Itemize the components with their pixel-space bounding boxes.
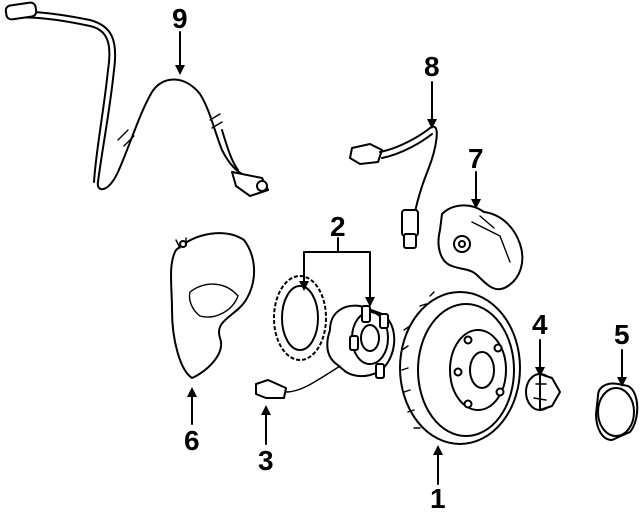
dust-cap (595, 382, 639, 441)
wheel-hub (326, 304, 396, 379)
tone-ring (273, 275, 327, 361)
brake-hose (349, 125, 438, 249)
brake-rotor (399, 291, 521, 445)
callout-8: 8 (424, 51, 440, 82)
hub-bolt (255, 365, 341, 399)
callout-6: 6 (184, 425, 200, 456)
caliper-bracket (437, 204, 524, 291)
callout-4: 4 (532, 309, 548, 340)
callout-9: 9 (172, 3, 188, 34)
callout-5: 5 (614, 319, 630, 350)
abs-sensor-cable (4, 1, 269, 197)
callout-1: 1 (430, 483, 446, 513)
callout-7: 7 (468, 143, 484, 174)
callout-2: 2 (330, 211, 346, 242)
hub-nut (525, 373, 561, 411)
dust-shield (170, 232, 256, 379)
leader-lines (175, 31, 627, 485)
callout-3: 3 (258, 445, 274, 476)
